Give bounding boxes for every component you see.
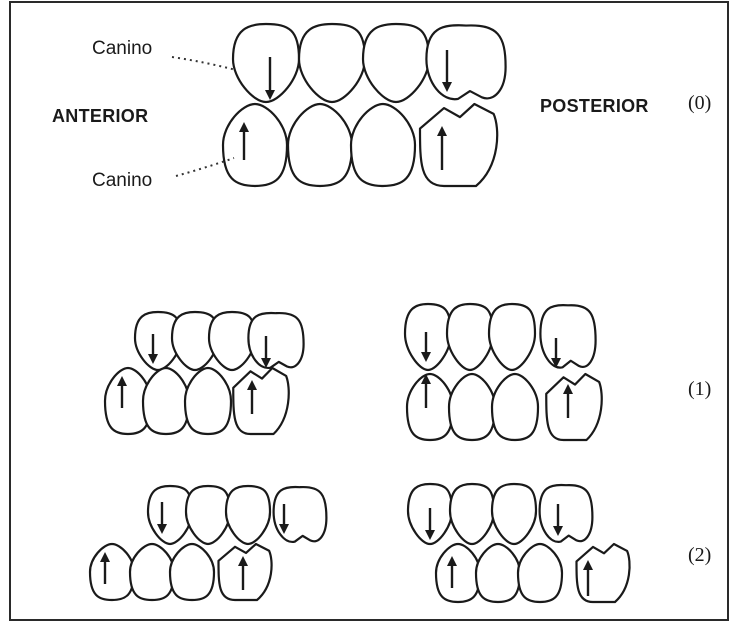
upper-molar [426, 25, 505, 99]
lower-arch [90, 544, 272, 600]
stage-2-left-arches [90, 486, 326, 600]
lower-premolar [492, 374, 538, 440]
upper-molar [540, 305, 595, 368]
upper-premolar [186, 486, 230, 544]
stage-1-left-arches [105, 312, 304, 434]
upper-premolar [492, 484, 536, 544]
lower-premolar [130, 544, 174, 600]
lower-molar [420, 104, 497, 186]
diagram-border [10, 2, 728, 620]
lower-canine [436, 544, 480, 602]
upper-premolar [447, 304, 493, 370]
upper-arch [405, 304, 596, 370]
lower-arch [436, 544, 630, 602]
stage-2-right-arches [408, 484, 630, 602]
lower-premolar [185, 368, 231, 434]
upper-arch [135, 312, 304, 370]
upper-arch [408, 484, 592, 544]
lower-molar [546, 374, 601, 440]
lower-molar [233, 368, 288, 434]
canino-upper-label: Canino [92, 38, 152, 60]
lower-premolar [476, 544, 520, 602]
canino-lower-label: Canino [92, 170, 152, 192]
lower-molar [577, 544, 630, 602]
lower-premolar [449, 374, 495, 440]
lower-premolar [288, 104, 352, 186]
upper-premolar [363, 24, 429, 102]
upper-premolar [299, 24, 365, 102]
anterior-label: ANTERIOR [52, 106, 148, 127]
upper-premolar [226, 486, 270, 544]
lower-canine [90, 544, 134, 600]
upper-molar [274, 487, 327, 542]
upper-canine [405, 304, 451, 370]
lower-premolar [351, 104, 415, 186]
stage-1-right-arches [405, 304, 602, 440]
posterior-label: POSTERIOR [540, 96, 649, 117]
lower-arch [105, 368, 289, 434]
upper-molar [540, 485, 593, 542]
upper-premolar [450, 484, 494, 544]
stage-0-arches [223, 24, 506, 186]
lower-premolar [518, 544, 562, 602]
lower-arch [407, 374, 602, 440]
lower-premolar [170, 544, 214, 600]
lower-molar [219, 544, 272, 600]
lower-canine [223, 104, 287, 186]
stage-2-label: (2) [688, 544, 711, 567]
upper-premolar [489, 304, 535, 370]
lower-arch [223, 104, 497, 186]
stage-1-label: (1) [688, 378, 711, 401]
stage-0-label: (0) [688, 92, 711, 115]
upper-molar [248, 313, 303, 368]
upper-arch [148, 486, 326, 544]
canino-upper-leader [172, 57, 236, 70]
lower-premolar [143, 368, 189, 434]
